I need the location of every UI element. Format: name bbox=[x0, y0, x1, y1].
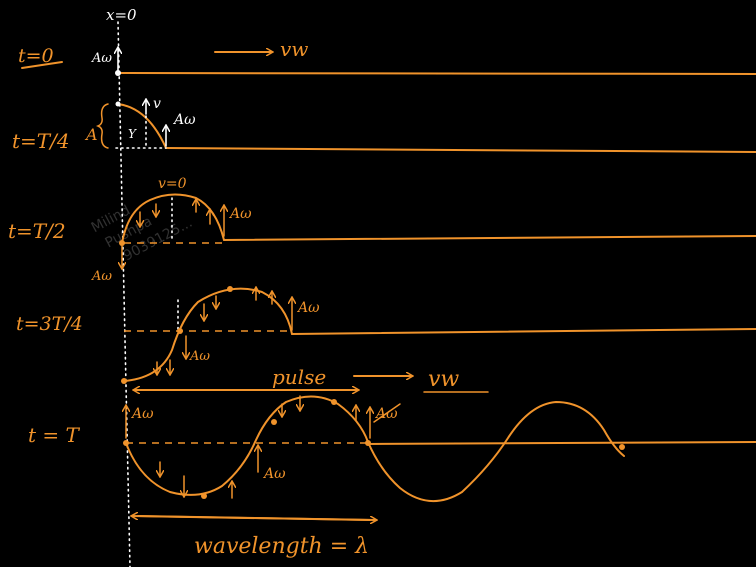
particle-dot bbox=[271, 419, 277, 425]
row-t-three-quarter: t=3T/4 Aω Aω bbox=[16, 286, 756, 384]
particle-dot bbox=[177, 328, 183, 334]
time-label-t-quarter: t=T/4 bbox=[12, 129, 70, 153]
particle-dot bbox=[123, 440, 129, 446]
time-label-t-three-quarter: t=3T/4 bbox=[16, 313, 83, 335]
particle-dot bbox=[115, 70, 121, 76]
axis-label-x0: x=0 bbox=[106, 6, 137, 24]
watermark: Milind Pushpa 9039125... bbox=[89, 202, 195, 264]
particle-velocity-label: v bbox=[153, 96, 161, 112]
label-box-stroke bbox=[373, 403, 401, 423]
particle-dot bbox=[619, 444, 625, 450]
velocity-label: Aω bbox=[189, 349, 210, 364]
wave-speed-label: vw bbox=[280, 37, 308, 61]
time-label-t-half: t=T/2 bbox=[8, 219, 66, 243]
velocity-label: Aω bbox=[262, 466, 286, 482]
row-t-half: t=T/2 v=0 Aω Aω bbox=[8, 176, 756, 284]
string-line bbox=[165, 147, 756, 153]
particle-dot bbox=[201, 493, 207, 499]
amplitude-brace bbox=[95, 103, 109, 149]
wavelength-arrow-left bbox=[132, 516, 371, 521]
velocity-label: Aω bbox=[296, 300, 320, 316]
row-t-full: t = T Aω Aω Aω bbox=[28, 395, 756, 503]
particle-dot bbox=[365, 440, 371, 446]
wavelength-label: wavelength = λ bbox=[194, 534, 369, 559]
wavelength-annotation: wavelength = λ bbox=[132, 516, 376, 559]
velocity-label: Aω bbox=[130, 406, 154, 422]
row-t0: t=0 Aω vw bbox=[18, 37, 756, 76]
three-quarter-wave bbox=[123, 287, 293, 382]
particle-dot bbox=[331, 399, 337, 405]
string-line bbox=[117, 72, 756, 75]
velocity-label: Aω bbox=[172, 112, 196, 128]
wave-speed-label: vw bbox=[428, 367, 459, 392]
row-t-quarter: t=T/4 A Y v Aω bbox=[12, 96, 756, 153]
particle-dot bbox=[115, 101, 121, 107]
underline bbox=[21, 61, 63, 69]
velocity-label: Aω bbox=[91, 51, 112, 66]
displacement-label: Y bbox=[128, 127, 137, 141]
time-label-t-full: t = T bbox=[28, 423, 81, 447]
particle-dot bbox=[227, 286, 233, 292]
string-line bbox=[367, 441, 756, 445]
time-label-t0: t=0 bbox=[18, 45, 54, 67]
particle-dot bbox=[121, 378, 127, 384]
amplitude-label: A bbox=[84, 125, 98, 144]
string-line bbox=[291, 328, 756, 335]
velocity-label: Aω bbox=[91, 269, 112, 284]
zero-velocity-label: v=0 bbox=[158, 176, 187, 192]
pulse-annotation: pulse vw bbox=[134, 365, 489, 392]
velocity-label: Aω bbox=[228, 206, 252, 222]
string-line bbox=[223, 235, 756, 241]
pulse-label: pulse bbox=[272, 365, 326, 389]
full-wave bbox=[125, 395, 625, 503]
particle-dot bbox=[119, 240, 125, 246]
pulse-front bbox=[117, 103, 167, 149]
